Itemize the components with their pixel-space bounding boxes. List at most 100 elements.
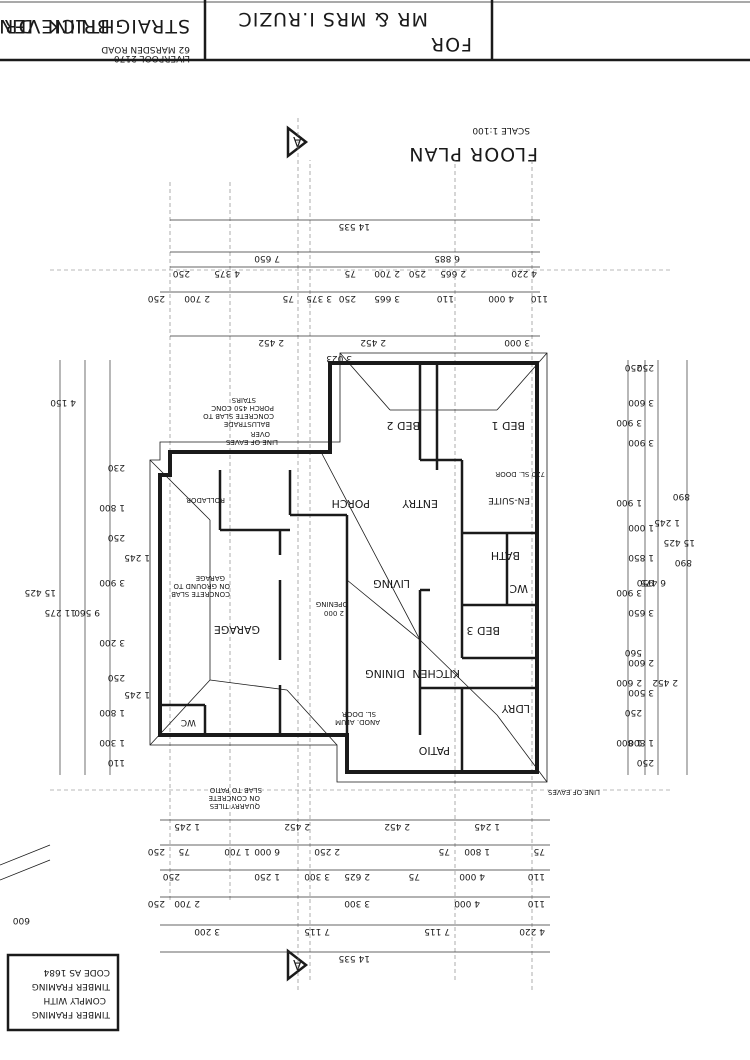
dim-top-r3-4: 250: [339, 293, 356, 303]
dim-top-r2-6: 250: [173, 268, 190, 278]
dim-left-c2-11: 3 500: [628, 687, 654, 697]
note-eaves-bottom: LINE OF EAVES: [547, 788, 600, 796]
room-kitchen: KITCHEN: [412, 667, 460, 680]
dim-left-c1-3: 1 900: [616, 497, 642, 507]
section-marker-top-label: A: [293, 133, 302, 148]
note-garage-slab2: ON GROUND TO: [173, 582, 230, 590]
dim-bot-r2-7: 1 700: [224, 846, 250, 856]
dim-right-c-5: 3 200: [99, 637, 125, 647]
dim-top-r2-4: 75: [345, 268, 356, 278]
dim-left-c2-1: 3 600: [628, 397, 654, 407]
room-garage: GARAGE: [214, 623, 260, 636]
section-marker-bottom: [286, 948, 309, 982]
dim-bot-r1-2: 2 452: [284, 821, 310, 831]
dim-right-c-1: 1 800: [99, 502, 125, 512]
note-garage-slab1: CONCRETE SLAB: [171, 590, 230, 598]
dim-bot-r2-3: 6 000: [254, 846, 280, 856]
dim-left-c2-0: 250: [637, 362, 654, 372]
dim-left-c2-10: 2 600: [628, 657, 654, 667]
title-house: BRICK VENEER RESIDENCE AT LOT 124: [0, 15, 110, 37]
note-opening-size: 2 000: [324, 609, 344, 617]
dim-top-overall: 14 535: [339, 221, 371, 231]
dim-right-c-9: 1 300: [99, 737, 125, 747]
dim-right-sub-2: 9 560: [74, 607, 100, 617]
dim-bot-r3-0: 110: [528, 871, 545, 881]
dim-bot-overall: 14 535: [339, 953, 371, 963]
plan-notes: ROLLADOR CONCRETE SLAB ON GROUND TO GARA…: [171, 396, 600, 810]
plan-title-text: FLOOR PLAN: [408, 143, 538, 165]
dim-bot-r2-2: 75: [439, 846, 450, 856]
dim-right-small-0: 1 245: [124, 552, 150, 562]
note-garage-slab3: GARAGE: [196, 574, 225, 582]
dim-left-c1-7: 560: [625, 647, 642, 657]
dim-bot-r2-8: 250: [148, 846, 165, 856]
dim-top-r2-2: 250: [409, 268, 426, 278]
dim-top-r4-2: 2 452: [258, 337, 284, 347]
dim-bot-r3-6: 1 250: [254, 871, 280, 881]
dim-right-small-1: 1 245: [124, 689, 150, 699]
dim-bot-r5-2: 7 115: [304, 926, 330, 936]
plan-scale: SCALE 1:100: [472, 125, 530, 135]
dim-top-r3-2: 110: [437, 293, 454, 303]
room-porch: PORCH: [332, 497, 370, 510]
note-porch-slab3: PORCH 450 CONC: [211, 404, 274, 412]
dims-bottom: 1 245 2 452 2 452 1 245 75 1 800 75 2 25…: [148, 819, 550, 963]
dim-top-r3-8: 250: [148, 293, 165, 303]
dims-right: 15 425 4 150 11 275 9 560 230 1 800 250 …: [25, 360, 150, 775]
dim-left-c3-1: 1 245: [654, 517, 680, 527]
dim-bot-r5-3: 3 200: [194, 926, 220, 936]
room-bed3: BED 3: [467, 624, 500, 637]
dim-right-c-7: 1 800: [99, 707, 125, 717]
dim-top-r4-0: 3 000: [504, 337, 530, 347]
roof-lines: [149, 352, 548, 783]
dim-right-sub-1: 11 275: [45, 607, 77, 617]
dim-top-r2-3: 2 700: [374, 268, 400, 278]
dim-bot-r3-1: 4 000: [459, 871, 485, 881]
room-entry: ENTRY: [402, 497, 438, 510]
stamp-line4: CODE AS 1684: [43, 967, 110, 977]
room-dining: DINING: [365, 667, 405, 680]
dim-left-c1-5: 3 900: [616, 587, 642, 597]
note-door-slide1: ANOD. ALUM: [335, 718, 380, 726]
dim-bot-r4-5: 250: [148, 898, 165, 908]
dim-top-r3-6: 75: [283, 293, 294, 303]
title-address2: LIVERPOOL 2170: [114, 53, 190, 63]
room-bed2: BED 2: [387, 419, 420, 432]
dim-left-c1-10: 1 800: [616, 737, 642, 747]
margin-note: 600: [13, 915, 30, 925]
section-marker-bottom-label: A: [293, 956, 302, 971]
stamp-line1: TIMBER FRAMING: [32, 1009, 111, 1019]
room-patio: PATIO: [418, 744, 450, 757]
dim-left-c2-12: 1 800: [628, 737, 654, 747]
dim-top-r2-5: 4 375: [214, 268, 240, 278]
note-door-slide2: SL. DOOR: [342, 710, 376, 718]
room-laundry: LDRY: [501, 702, 530, 715]
dim-right-c-2: 250: [108, 532, 125, 542]
section-marker-top: [286, 125, 309, 159]
plan-title: FLOOR PLAN SCALE 1:100 A A: [286, 115, 538, 990]
room-labels: BED 3 WC BATH EN-SUITE BED 1 BED 2 ENTRY…: [181, 419, 530, 757]
dim-bot-r4-2: 3 300: [344, 898, 370, 908]
dim-bot-r5-0: 4 220: [519, 926, 545, 936]
dim-right-c-0: 230: [108, 462, 125, 472]
room-ensuite: EN-SUITE: [488, 495, 530, 505]
dim-top-r4-1: 2 452: [360, 337, 386, 347]
note-bath-door: 720 SL. DOOR: [495, 470, 545, 478]
note-porch-slab1: BALUSTRADE: [224, 420, 270, 428]
dim-bot-r4-0: 110: [528, 898, 545, 908]
dim-right-sub-0: 4 150: [50, 397, 76, 407]
title-address1: 62 MARSDEN ROAD: [101, 44, 190, 54]
dim-bot-r1-0: 1 245: [474, 821, 500, 831]
walls: [149, 352, 548, 783]
dim-bot-r4-4: 2 700: [174, 898, 200, 908]
dim-right-c-3: 3 900: [99, 577, 125, 587]
note-porch-slab4: STAIRS: [231, 396, 256, 404]
note-patio-tiles3: SLAB TO PATIO: [209, 786, 262, 794]
dim-left-c2-2: 3 900: [628, 437, 654, 447]
dim-top-r3-1: 4 000: [488, 293, 514, 303]
dim-left-overall: 15 425: [664, 537, 696, 547]
dim-left-c1-1: 3 900: [616, 417, 642, 427]
title-block: BRICK VENEER RESIDENCE AT LOT 124 FOR MR…: [0, 0, 750, 63]
note-patio-tiles1: QUARRY TILES: [209, 802, 260, 810]
